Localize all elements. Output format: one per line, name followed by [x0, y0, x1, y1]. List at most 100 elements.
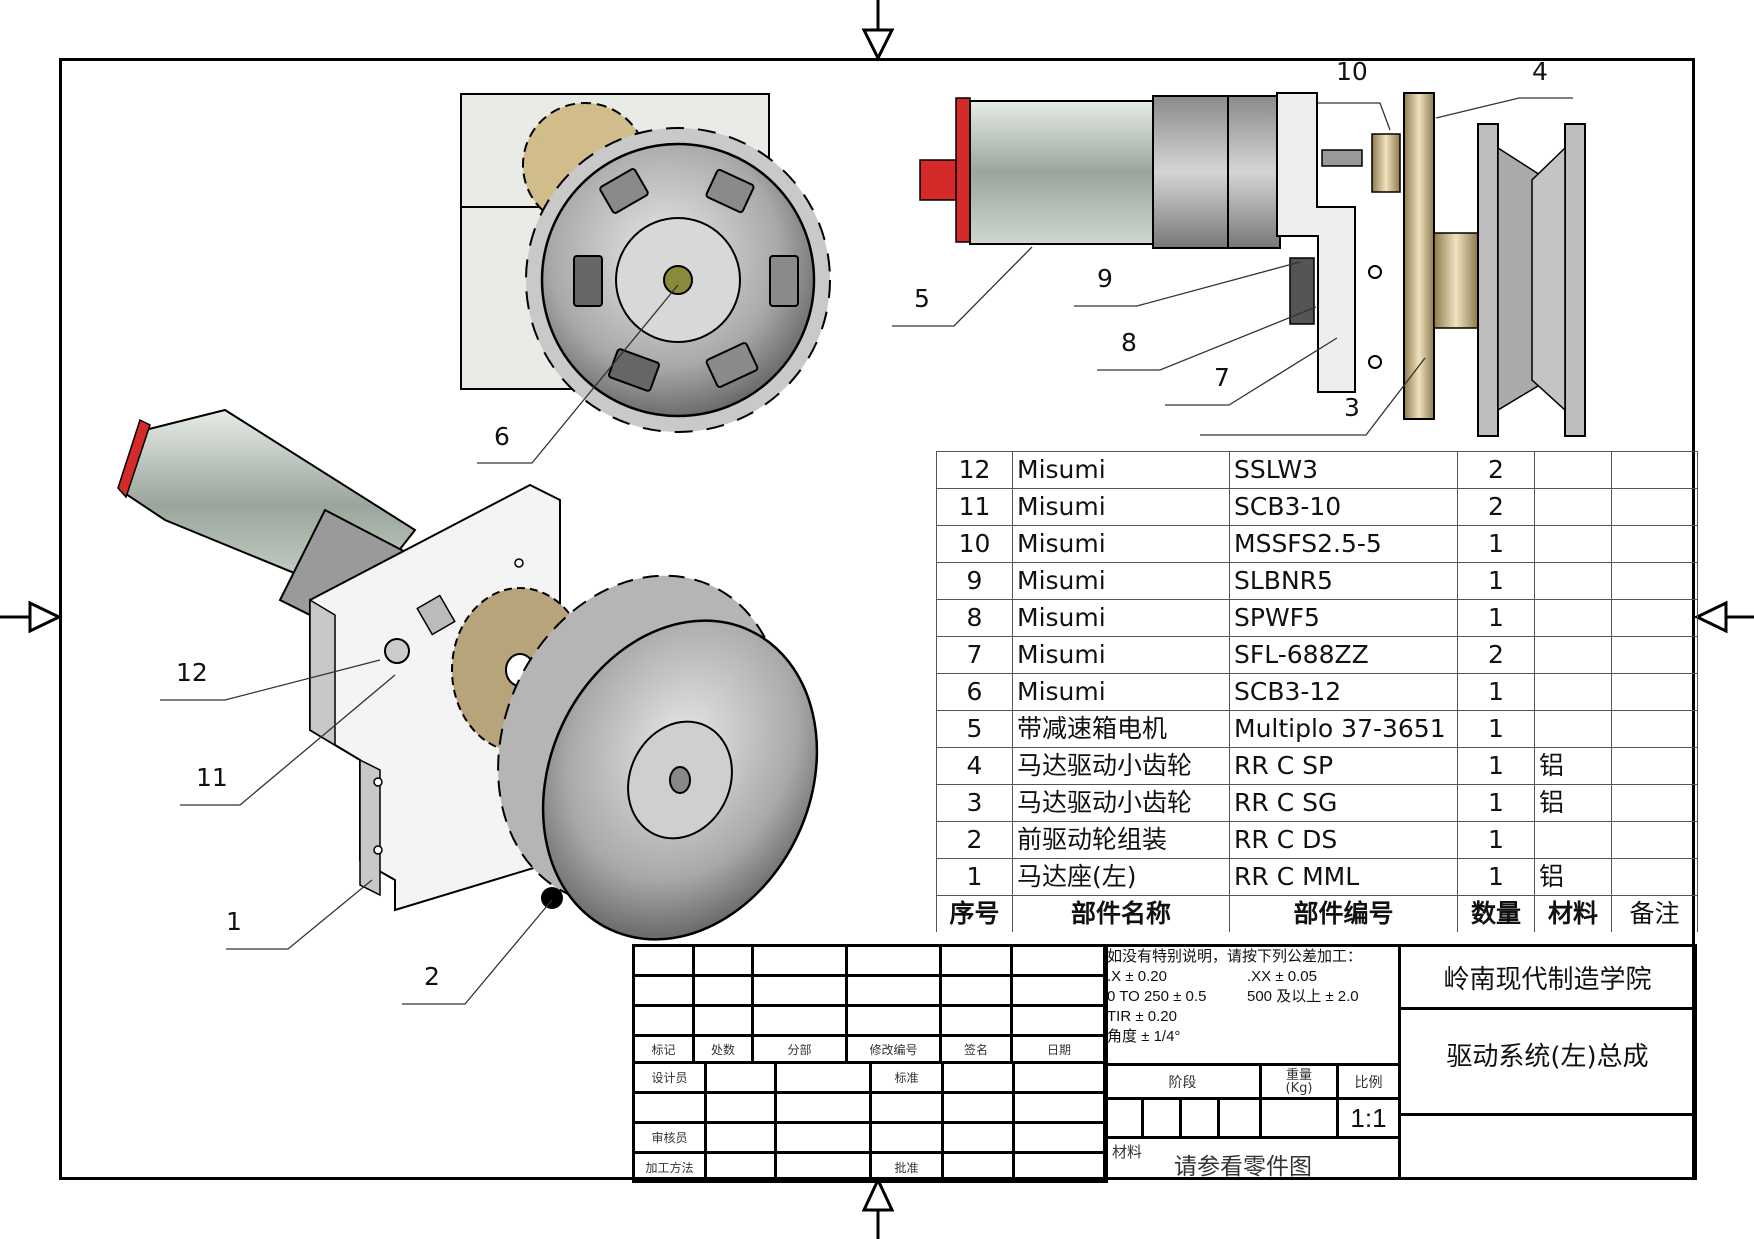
revision-header-date: 日期 [1010, 1034, 1108, 1064]
bom-cell-name: Misumi [1012, 451, 1230, 489]
bom-cell-no: 9 [936, 562, 1013, 600]
bom-cell-remark [1611, 821, 1698, 859]
revision-cell [692, 1004, 754, 1037]
stage-cell [1179, 1097, 1220, 1139]
revision-cell [692, 974, 754, 1007]
bom-cell-remark [1611, 599, 1698, 637]
approval-cell [774, 1151, 872, 1183]
bom-cell-name: 前驱动轮组装 [1012, 821, 1230, 859]
bom-cell-name: Misumi [1012, 562, 1230, 600]
bom-header-remark: 备注 [1611, 895, 1698, 932]
bom-cell-remark [1611, 636, 1698, 674]
revision-header-mark: 标记 [632, 1034, 695, 1064]
approval-cell [632, 1091, 707, 1124]
bom-cell-material [1534, 562, 1612, 600]
bom-cell-part-no: SSLW3 [1229, 451, 1458, 489]
side-view [919, 92, 1586, 437]
approval-cell [941, 1091, 1015, 1124]
bom-cell-remark [1611, 562, 1698, 600]
revision-cell [1010, 974, 1108, 1007]
bom-cell-name: Misumi [1012, 673, 1230, 711]
standard-label: 标准 [869, 1061, 944, 1094]
bom-cell-qty: 1 [1457, 599, 1535, 637]
revision-cell [751, 944, 848, 977]
bom-cell-no: 11 [936, 488, 1013, 526]
bom-cell-name: Misumi [1012, 488, 1230, 526]
approval-cell [1012, 1151, 1108, 1183]
bom-cell-material [1534, 636, 1612, 674]
weight-label: 重量 (Kg) [1259, 1063, 1339, 1100]
drawing-title-box: 驱动系统(左)总成 [1398, 1007, 1697, 1116]
bom-cell-part-no: RR C MML [1229, 858, 1458, 896]
approval-cell [1012, 1091, 1108, 1124]
bom-header-qty: 数量 [1457, 895, 1535, 932]
front-view [460, 93, 831, 433]
callout-12: 12 [176, 658, 208, 687]
drawing-number-box [1398, 1113, 1697, 1180]
bom-cell-qty: 1 [1457, 525, 1535, 563]
tolerance-range1: 0 TO 250 ± 0.5 [1107, 988, 1207, 1005]
callout-11: 11 [196, 763, 228, 792]
bom-cell-material [1534, 525, 1612, 563]
callout-3: 3 [1344, 393, 1360, 422]
bom-cell-no: 5 [936, 710, 1013, 748]
approval-cell [1012, 1121, 1108, 1154]
bom-cell-material [1534, 673, 1612, 711]
center-marker-bottom [861, 1176, 895, 1239]
revision-cell [632, 944, 695, 977]
bom-header-part-no: 部件编号 [1229, 895, 1458, 932]
material-note-label: 材料 [1112, 1143, 1143, 1161]
bom-cell-no: 2 [936, 821, 1013, 859]
tolerance-angle: 角度 ± 1/4° [1107, 1028, 1181, 1045]
bom-cell-material [1534, 488, 1612, 526]
bom-cell-name: Misumi [1012, 599, 1230, 637]
bom-cell-remark [1611, 784, 1698, 822]
tolerance-x1: .X ± 0.20 [1107, 968, 1167, 985]
process-label: 加工方法 [632, 1151, 707, 1183]
callout-1: 1 [226, 907, 242, 936]
approval-cell [774, 1091, 872, 1124]
approval-cell [704, 1091, 777, 1124]
bom-cell-part-no: Multiplo 37-3651 [1229, 710, 1458, 748]
bom-cell-qty: 1 [1457, 673, 1535, 711]
revision-cell [939, 944, 1013, 977]
sprocket-wheel-front [525, 127, 831, 433]
center-marker-left [0, 600, 63, 634]
bom-cell-material [1534, 599, 1612, 637]
revision-cell [939, 974, 1013, 1007]
revision-header-change-no: 修改编号 [845, 1034, 942, 1064]
bom-cell-part-no: SPWF5 [1229, 599, 1458, 637]
bom-cell-remark [1611, 451, 1698, 489]
bom-cell-material [1534, 451, 1612, 489]
bom-cell-remark [1611, 710, 1698, 748]
bom-cell-material: 铝 [1534, 747, 1612, 785]
bom-cell-material [1534, 710, 1612, 748]
bom-cell-part-no: MSSFS2.5-5 [1229, 525, 1458, 563]
bom-cell-no: 12 [936, 451, 1013, 489]
tolerance-heading: 如没有特别说明，请按下列公差加工： [1107, 948, 1363, 965]
bom-cell-no: 4 [936, 747, 1013, 785]
bom-cell-name: 马达驱动小齿轮 [1012, 747, 1230, 785]
stage-cell [1141, 1097, 1182, 1139]
bom-cell-name: 马达座(左) [1012, 858, 1230, 896]
scale-value: 1:1 [1336, 1097, 1401, 1139]
approval-cell [941, 1121, 1015, 1154]
tolerance-x2: .XX ± 0.05 [1247, 968, 1317, 985]
revision-cell [632, 1004, 695, 1037]
revision-cell [845, 1004, 942, 1037]
bom-cell-name: Misumi [1012, 636, 1230, 674]
bom-cell-name: 带减速箱电机 [1012, 710, 1230, 748]
bom-cell-part-no: RR C SP [1229, 747, 1458, 785]
isometric-view [117, 408, 819, 941]
bom-header-name: 部件名称 [1012, 895, 1230, 932]
callout-6: 6 [494, 422, 510, 451]
drawing-title: 驱动系统(左)总成 [1446, 1042, 1649, 1072]
